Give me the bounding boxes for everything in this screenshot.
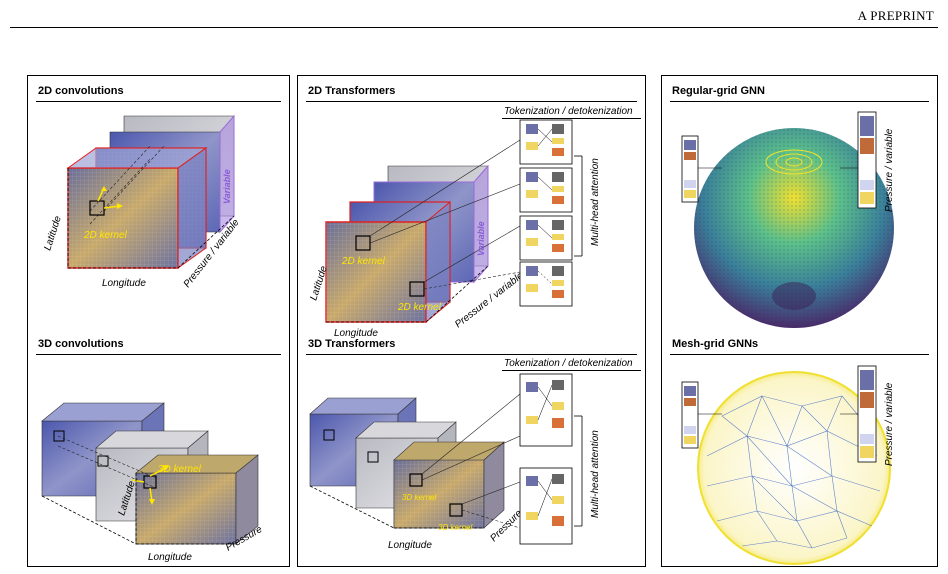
conv2d-stack xyxy=(68,116,234,268)
trans2d-token-columns xyxy=(520,120,582,306)
trans2d-longitude-label: Longitude xyxy=(334,328,378,339)
conv3d-kernel-label: 3D kernel xyxy=(158,464,202,475)
mesh-grid-pressure-variable-label: Pressure / variable xyxy=(884,382,895,466)
trans2d-variable-label: Variable xyxy=(476,221,486,256)
running-head: A PREPRINT xyxy=(858,8,934,24)
gnn-illustration: Pressure / variable xyxy=(662,76,939,568)
conv2d-latitude-label: Latitude xyxy=(42,214,64,252)
convolutions-illustration: 2D kernel Variable Latitude Longitude Pr… xyxy=(28,76,291,568)
trans2d-kernel-top-label: 2D kernel xyxy=(341,256,386,267)
panel-transformers: 2D Transformers Tokenization / detokeniz… xyxy=(297,75,646,567)
trans3d-kernel-bottom-label: 3D kernel xyxy=(438,523,472,532)
panel-gnns: Regular-grid GNN Mesh-grid GNNs xyxy=(661,75,938,567)
conv2d-variable-label: Variable xyxy=(222,169,232,204)
conv3d-cubes xyxy=(42,403,258,544)
trans3d-attention-label: Multi-head attention xyxy=(590,430,601,518)
trans3d-kernel-top-label: 3D kernel xyxy=(402,493,436,502)
trans3d-token-columns xyxy=(520,374,582,544)
header-rule xyxy=(10,27,938,28)
conv2d-kernel-label: 2D kernel xyxy=(83,230,128,241)
trans3d-cubes xyxy=(310,394,520,528)
trans3d-longitude-label: Longitude xyxy=(388,540,432,551)
trans2d-kernel-bottom-label: 2D kernel xyxy=(397,302,442,313)
page-header: A PREPRINT xyxy=(0,0,948,30)
transformers-illustration: 2D kernel 2D kernel Variable Latitude Lo… xyxy=(298,76,647,568)
conv2d-longitude-label: Longitude xyxy=(102,278,146,289)
regular-grid-pressure-variable-label: Pressure / variable xyxy=(884,128,895,212)
conv3d-longitude-label: Longitude xyxy=(148,552,192,563)
trans2d-attention-label: Multi-head attention xyxy=(590,158,601,246)
panel-convolutions: 2D convolutions 3D convolutions xyxy=(27,75,290,567)
